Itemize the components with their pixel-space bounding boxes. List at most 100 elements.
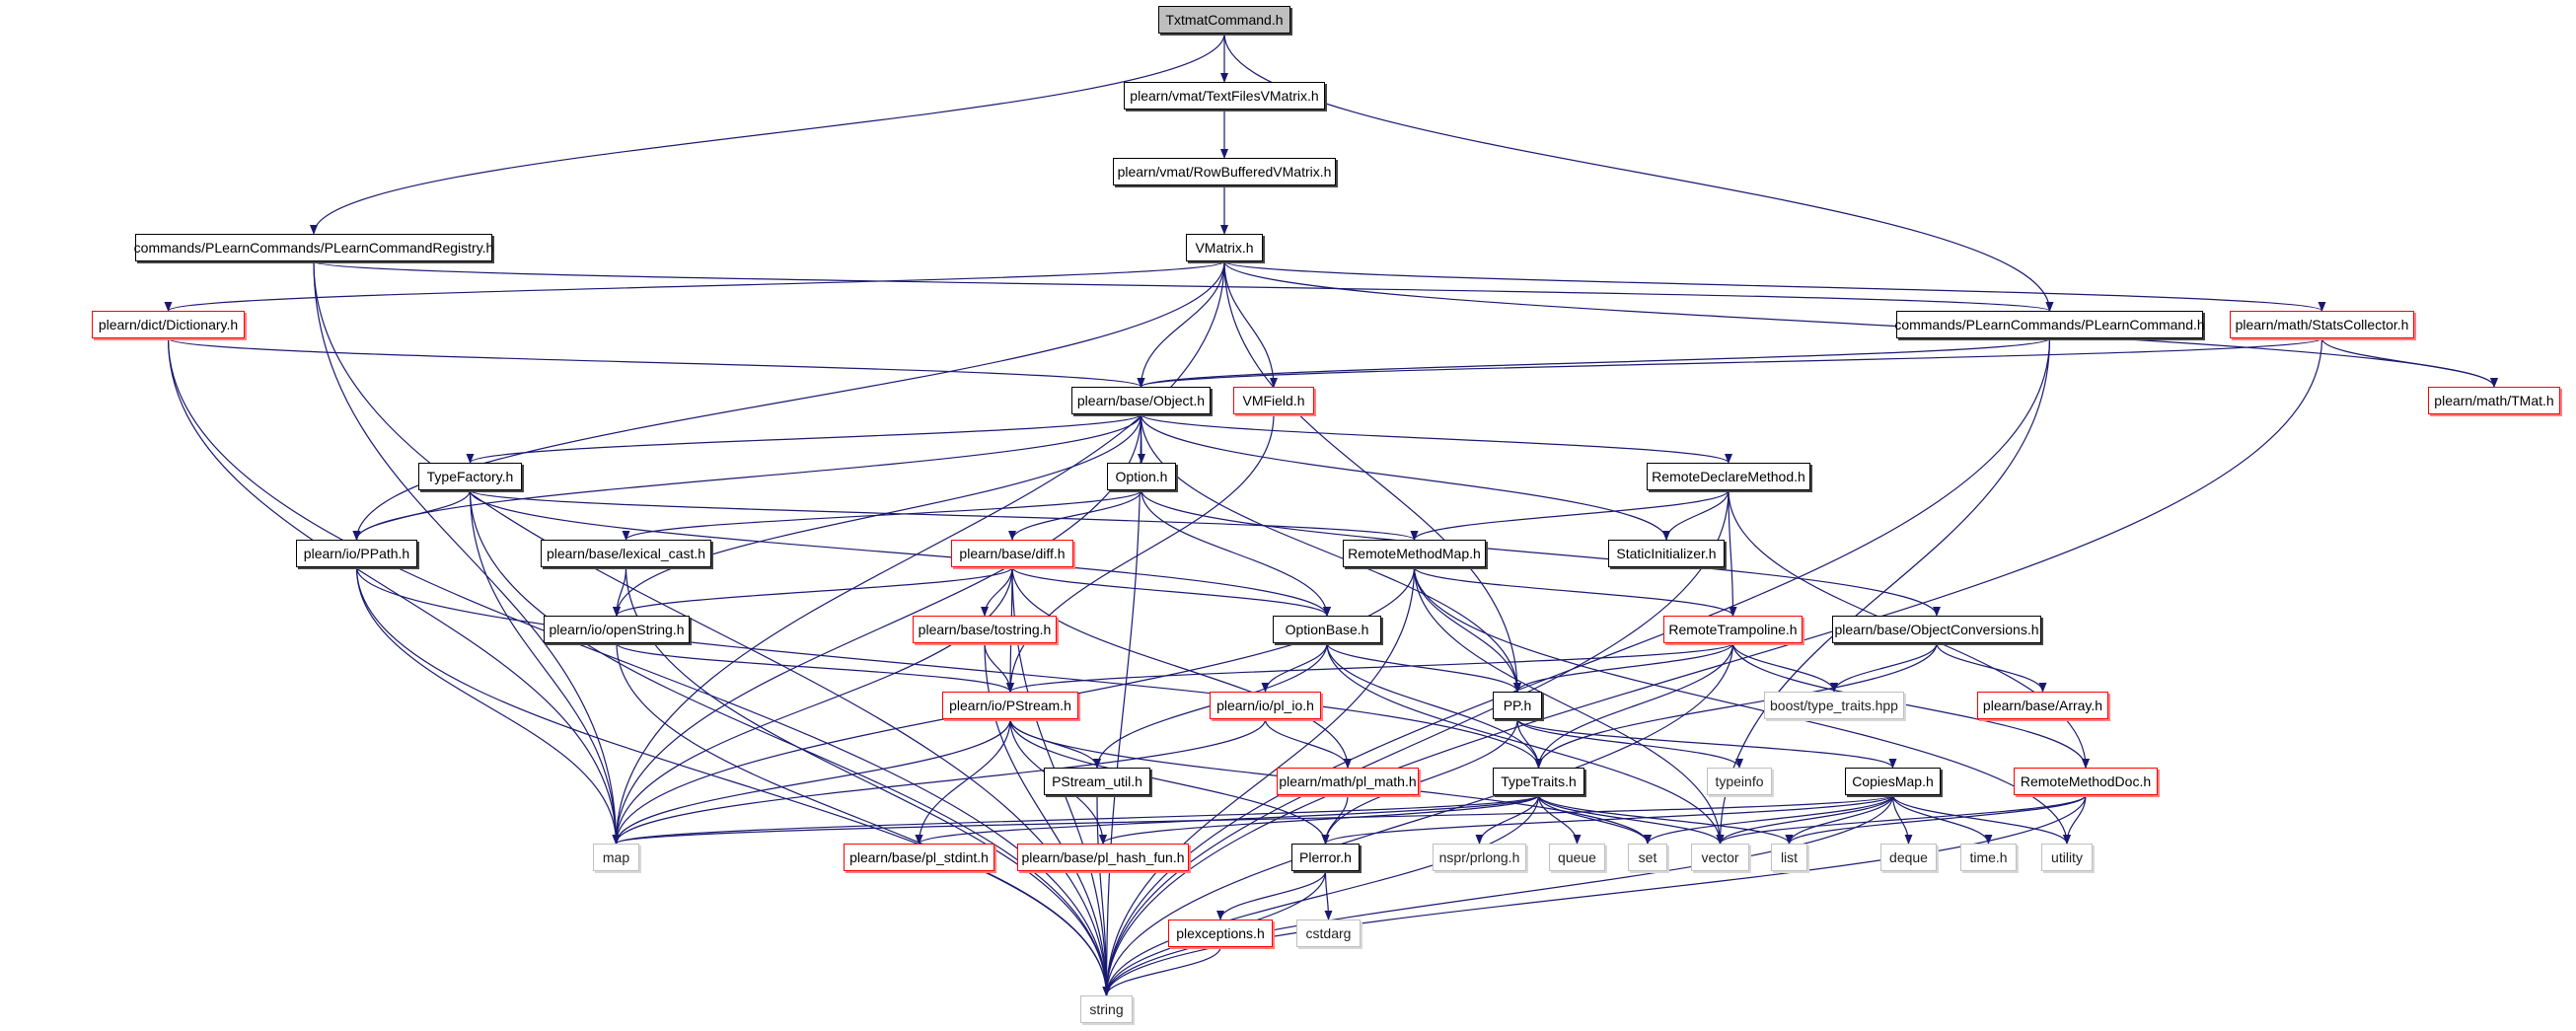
node-label: plearn/base/diff.h xyxy=(959,546,1066,561)
node-lexcast[interactable]: plearn/base/lexical_cast.h xyxy=(541,540,711,567)
node-label: plearn/base/Object.h xyxy=(1076,393,1206,408)
node-deque: deque xyxy=(1880,844,1937,871)
node-utility: utility xyxy=(2041,844,2093,871)
edge-dictionary-to-map xyxy=(167,337,621,845)
edge-pp-to-typeinfo xyxy=(1516,718,1743,769)
node-plerror[interactable]: Plerror.h xyxy=(1291,844,1360,871)
edge-object-to-rdm xyxy=(1140,413,1732,464)
node-vmfield[interactable]: VMField.h xyxy=(1233,387,1314,414)
edge-rdm-to-rmm xyxy=(1410,489,1730,541)
node-diff[interactable]: plearn/base/diff.h xyxy=(951,540,1073,567)
node-string: string xyxy=(1080,995,1133,1023)
node-openstring[interactable]: plearn/io/openString.h xyxy=(544,616,690,643)
node-staticinit[interactable]: StaticInitializer.h xyxy=(1608,540,1725,567)
edge-trampoline-to-rmdoc xyxy=(1731,642,2090,769)
edge-plcommand-to-vector xyxy=(1716,337,2051,845)
node-stdint[interactable]: plearn/base/pl_stdint.h xyxy=(844,844,994,871)
node-objconv[interactable]: plearn/base/ObjectConversions.h xyxy=(1832,616,2041,643)
edge-typetraits-to-hashfun xyxy=(1099,794,1540,845)
node-array[interactable]: plearn/base/Array.h xyxy=(1977,692,2108,719)
node-option[interactable]: Option.h xyxy=(1107,463,1176,490)
edge-option-to-objconv xyxy=(1141,489,1941,617)
edge-diff-to-openstring xyxy=(613,566,1013,617)
edge-pp-to-plerror xyxy=(1321,718,1518,845)
edge-option-to-lexcast xyxy=(622,489,1142,541)
edge-plerror-to-plexceptions xyxy=(1216,870,1327,921)
node-plmath[interactable]: plearn/math/pl_math.h xyxy=(1277,768,1419,795)
edge-copiesmap-to-set xyxy=(1644,794,1894,845)
edge-rdm-to-trampoline xyxy=(1728,489,1737,617)
edge-openstring-to-pstream xyxy=(616,642,1014,693)
edge-pp-to-typetraits xyxy=(1516,718,1543,769)
edge-trampoline-to-typetraits xyxy=(1534,642,1734,769)
node-label: string xyxy=(1089,1001,1124,1017)
node-tmat[interactable]: plearn/math/TMat.h xyxy=(2428,387,2560,414)
edge-rmdoc-to-vector xyxy=(1716,794,2087,845)
edge-rdm-to-string xyxy=(1102,489,1730,996)
node-label: CopiesMap.h xyxy=(1852,773,1934,789)
node-trampoline[interactable]: RemoteTrampoline.h xyxy=(1663,616,1803,643)
edge-vmfield-to-pstream xyxy=(1006,413,1275,693)
node-rdm[interactable]: RemoteDeclareMethod.h xyxy=(1647,463,1810,490)
edge-typetraits-to-prlong xyxy=(1475,794,1540,845)
edge-pstreamutil-to-string xyxy=(1096,794,1111,996)
node-textfiles[interactable]: plearn/vmat/TextFilesVMatrix.h xyxy=(1124,82,1325,110)
node-label: PP.h xyxy=(1503,698,1532,713)
edge-typefactory-to-optionbase xyxy=(469,489,1331,617)
node-plio[interactable]: plearn/io/pl_io.h xyxy=(1210,692,1321,719)
node-pstream[interactable]: plearn/io/PStream.h xyxy=(942,692,1078,719)
node-tostring[interactable]: plearn/base/tostring.h xyxy=(913,616,1057,643)
node-object[interactable]: plearn/base/Object.h xyxy=(1071,387,1211,414)
edge-txtmat-to-registry xyxy=(310,33,1225,235)
node-vector: vector xyxy=(1691,844,1749,871)
node-label: VMatrix.h xyxy=(1195,240,1254,256)
edge-typefactory-to-map xyxy=(469,489,621,845)
node-stats[interactable]: plearn/math/StatsCollector.h xyxy=(2230,311,2414,338)
node-typefactory[interactable]: TypeFactory.h xyxy=(418,463,522,490)
node-plcommand[interactable]: commands/PLearnCommands/PLearnCommand.h xyxy=(1894,311,2205,338)
node-set: set xyxy=(1628,844,1667,871)
edge-typefactory-to-ppath xyxy=(352,489,472,541)
edge-option-to-optionbase xyxy=(1141,489,1331,617)
node-registry[interactable]: commands/PLearnCommands/PLearnCommandReg… xyxy=(133,234,494,261)
node-txtmat[interactable]: TxtmatCommand.h xyxy=(1158,6,1290,34)
edge-vmatrix-to-dictionary xyxy=(164,260,1225,312)
node-pp[interactable]: PP.h xyxy=(1493,692,1542,719)
edge-vmatrix-to-object xyxy=(1137,260,1225,388)
node-label: RemoteMethodMap.h xyxy=(1348,546,1481,561)
node-typetraits[interactable]: TypeTraits.h xyxy=(1493,768,1584,795)
edge-optionbase-to-plio xyxy=(1261,642,1328,693)
edge-pstream-to-stdint xyxy=(915,718,1011,845)
edge-optionbase-to-typetraits xyxy=(1326,642,1543,769)
edge-copiesmap-to-vector xyxy=(1716,794,1894,845)
node-cstdarg: cstdarg xyxy=(1296,920,1361,947)
node-pstreamutil[interactable]: PStream_util.h xyxy=(1044,768,1150,795)
edge-vmatrix-to-ppath xyxy=(352,260,1225,541)
edge-typefactory-to-rmm xyxy=(469,489,1419,541)
node-label: cstdarg xyxy=(1305,925,1352,941)
node-rowbuf[interactable]: plearn/vmat/RowBufferedVMatrix.h xyxy=(1113,158,1336,185)
node-plexceptions[interactable]: plexceptions.h xyxy=(1168,920,1273,947)
node-dictionary[interactable]: plearn/dict/Dictionary.h xyxy=(92,311,245,338)
node-rmdoc[interactable]: RemoteMethodDoc.h xyxy=(2014,768,2158,795)
node-ppath[interactable]: plearn/io/PPath.h xyxy=(296,540,417,567)
node-label: commands/PLearnCommands/PLearnCommandReg… xyxy=(133,240,494,256)
node-label: plearn/base/pl_stdint.h xyxy=(849,849,989,865)
node-label: commands/PLearnCommands/PLearnCommand.h xyxy=(1894,317,2205,332)
node-vmatrix[interactable]: VMatrix.h xyxy=(1186,234,1263,261)
node-optionbase[interactable]: OptionBase.h xyxy=(1273,616,1381,643)
node-label: deque xyxy=(1889,849,1928,865)
node-label: nspr/prlong.h xyxy=(1438,849,1520,865)
edge-plexceptions-to-string xyxy=(1102,946,1221,996)
node-copiesmap[interactable]: CopiesMap.h xyxy=(1845,768,1941,795)
node-boost: boost/type_traits.hpp xyxy=(1764,692,1904,719)
edge-copiesmap-to-plerror xyxy=(1321,794,1894,845)
node-hashfun[interactable]: plearn/base/pl_hash_fun.h xyxy=(1017,844,1189,871)
node-label: plearn/base/ObjectConversions.h xyxy=(1834,622,2039,637)
edge-dictionary-to-object xyxy=(167,337,1145,388)
edge-object-to-string xyxy=(1102,413,1142,996)
node-rmm[interactable]: RemoteMethodMap.h xyxy=(1343,540,1486,567)
edge-openstring-to-string xyxy=(616,642,1111,996)
